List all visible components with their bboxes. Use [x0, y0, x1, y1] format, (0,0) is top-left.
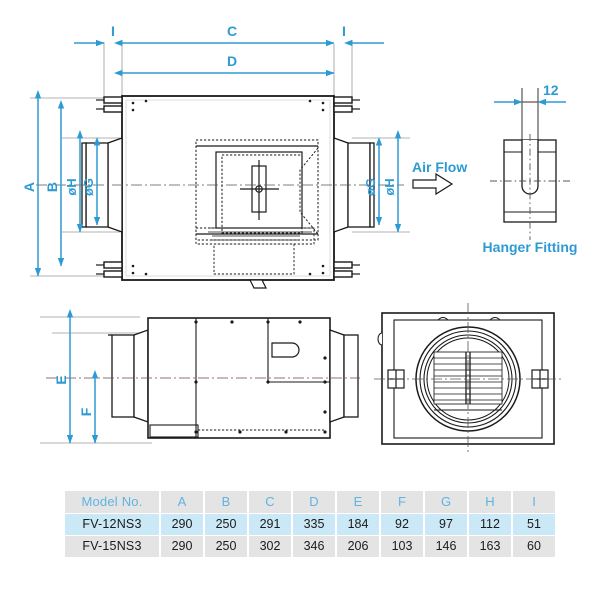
cell-g: 146 — [425, 536, 467, 557]
drain-tab — [249, 279, 267, 289]
column-header-c: C — [249, 491, 291, 513]
spec-table-container: Model No. A B C D E F G H I FV-12NS3 290… — [63, 490, 555, 558]
cell-c: 302 — [249, 536, 291, 557]
table-row: FV-15NS3 290 250 302 346 206 103 146 163… — [65, 536, 555, 557]
dimension-label-I-left: I — [111, 23, 115, 39]
cell-model: FV-15NS3 — [65, 536, 159, 557]
dimension-label-C: C — [227, 23, 237, 39]
end-view-notch-right — [489, 317, 501, 321]
cell-a: 290 — [161, 536, 203, 557]
dimension-label-diaG-left: øG — [81, 178, 96, 196]
side-view-duct — [108, 329, 149, 423]
dimension-label-A: A — [21, 182, 37, 192]
cell-i: 60 — [513, 536, 555, 557]
dimension-label-I-right: I — [342, 23, 346, 39]
fixing-dots — [131, 99, 325, 276]
column-header-model: Model No. — [65, 491, 159, 513]
air-flow-label: Air Flow — [412, 159, 467, 175]
cell-b: 250 — [205, 514, 247, 535]
end-view-centerlines — [374, 303, 562, 454]
column-header-i: I — [513, 491, 555, 513]
motor-hub — [240, 160, 279, 220]
cell-d: 335 — [293, 514, 335, 535]
hanger-bracket-bottom-right — [333, 261, 360, 278]
column-header-d: D — [293, 491, 335, 513]
cell-h: 112 — [469, 514, 511, 535]
column-header-a: A — [161, 491, 203, 513]
dimension-label-diaH-right: øH — [382, 178, 397, 195]
cell-a: 290 — [161, 514, 203, 535]
cell-b: 250 — [205, 536, 247, 557]
column-header-h: H — [469, 491, 511, 513]
column-header-e: E — [337, 491, 379, 513]
dimension-label-diaG-right: øG — [363, 178, 378, 196]
hanger-bracket-top-right — [333, 96, 360, 113]
dimension-label-D: D — [227, 53, 237, 69]
table-row: FV-12NS3 290 250 291 335 184 92 97 112 5… — [65, 514, 555, 535]
dimension-label-E: E — [53, 375, 69, 384]
column-header-f: F — [381, 491, 423, 513]
side-view-terminal-box — [271, 342, 300, 358]
spec-table-head: Model No. A B C D E F G H I — [65, 491, 555, 513]
dimension-column-right — [375, 130, 402, 233]
end-view-blade-grille — [433, 351, 503, 405]
side-view-group: E F — [40, 309, 360, 444]
spec-table: Model No. A B C D E F G H I FV-12NS3 290… — [63, 490, 557, 558]
end-view-side-tab — [377, 332, 383, 346]
cell-i: 51 — [513, 514, 555, 535]
cell-h: 163 — [469, 536, 511, 557]
cell-e: 206 — [337, 536, 379, 557]
column-header-b: B — [205, 491, 247, 513]
side-view-duct-right — [329, 329, 359, 423]
cell-f: 103 — [381, 536, 423, 557]
internal-assembly-hidden-lines — [195, 139, 319, 241]
hanger-slot-width-label: 12 — [543, 82, 559, 98]
end-view-group — [374, 303, 562, 454]
top-view-group — [30, 42, 410, 289]
cell-c: 291 — [249, 514, 291, 535]
cell-model: FV-12NS3 — [65, 514, 159, 535]
end-view-notch-left — [437, 317, 449, 321]
air-flow-arrow-icon — [412, 172, 454, 196]
dimension-column-left — [34, 90, 101, 277]
hanger-bracket-bottom-left — [96, 261, 123, 278]
cell-g: 97 — [425, 514, 467, 535]
hanger-fitting-caption: Hanger Fitting — [483, 239, 578, 255]
dimension-label-B: B — [44, 182, 60, 192]
hanger-fitting-detail: 12 Hanger Fitting — [483, 82, 578, 255]
cell-d: 346 — [293, 536, 335, 557]
cell-f: 92 — [381, 514, 423, 535]
hanger-bracket-top-left — [96, 96, 123, 113]
lower-internal-box — [195, 227, 315, 275]
column-header-g: G — [425, 491, 467, 513]
cell-e: 184 — [337, 514, 379, 535]
dimension-label-F: F — [78, 407, 94, 416]
spec-table-body: FV-12NS3 290 250 291 335 184 92 97 112 5… — [65, 514, 555, 557]
spec-table-header-row: Model No. A B C D E F G H I — [65, 491, 555, 513]
side-view-panel-lines — [149, 318, 330, 438]
side-view-screws — [194, 320, 327, 434]
dimension-label-diaH-left: øH — [64, 178, 79, 195]
